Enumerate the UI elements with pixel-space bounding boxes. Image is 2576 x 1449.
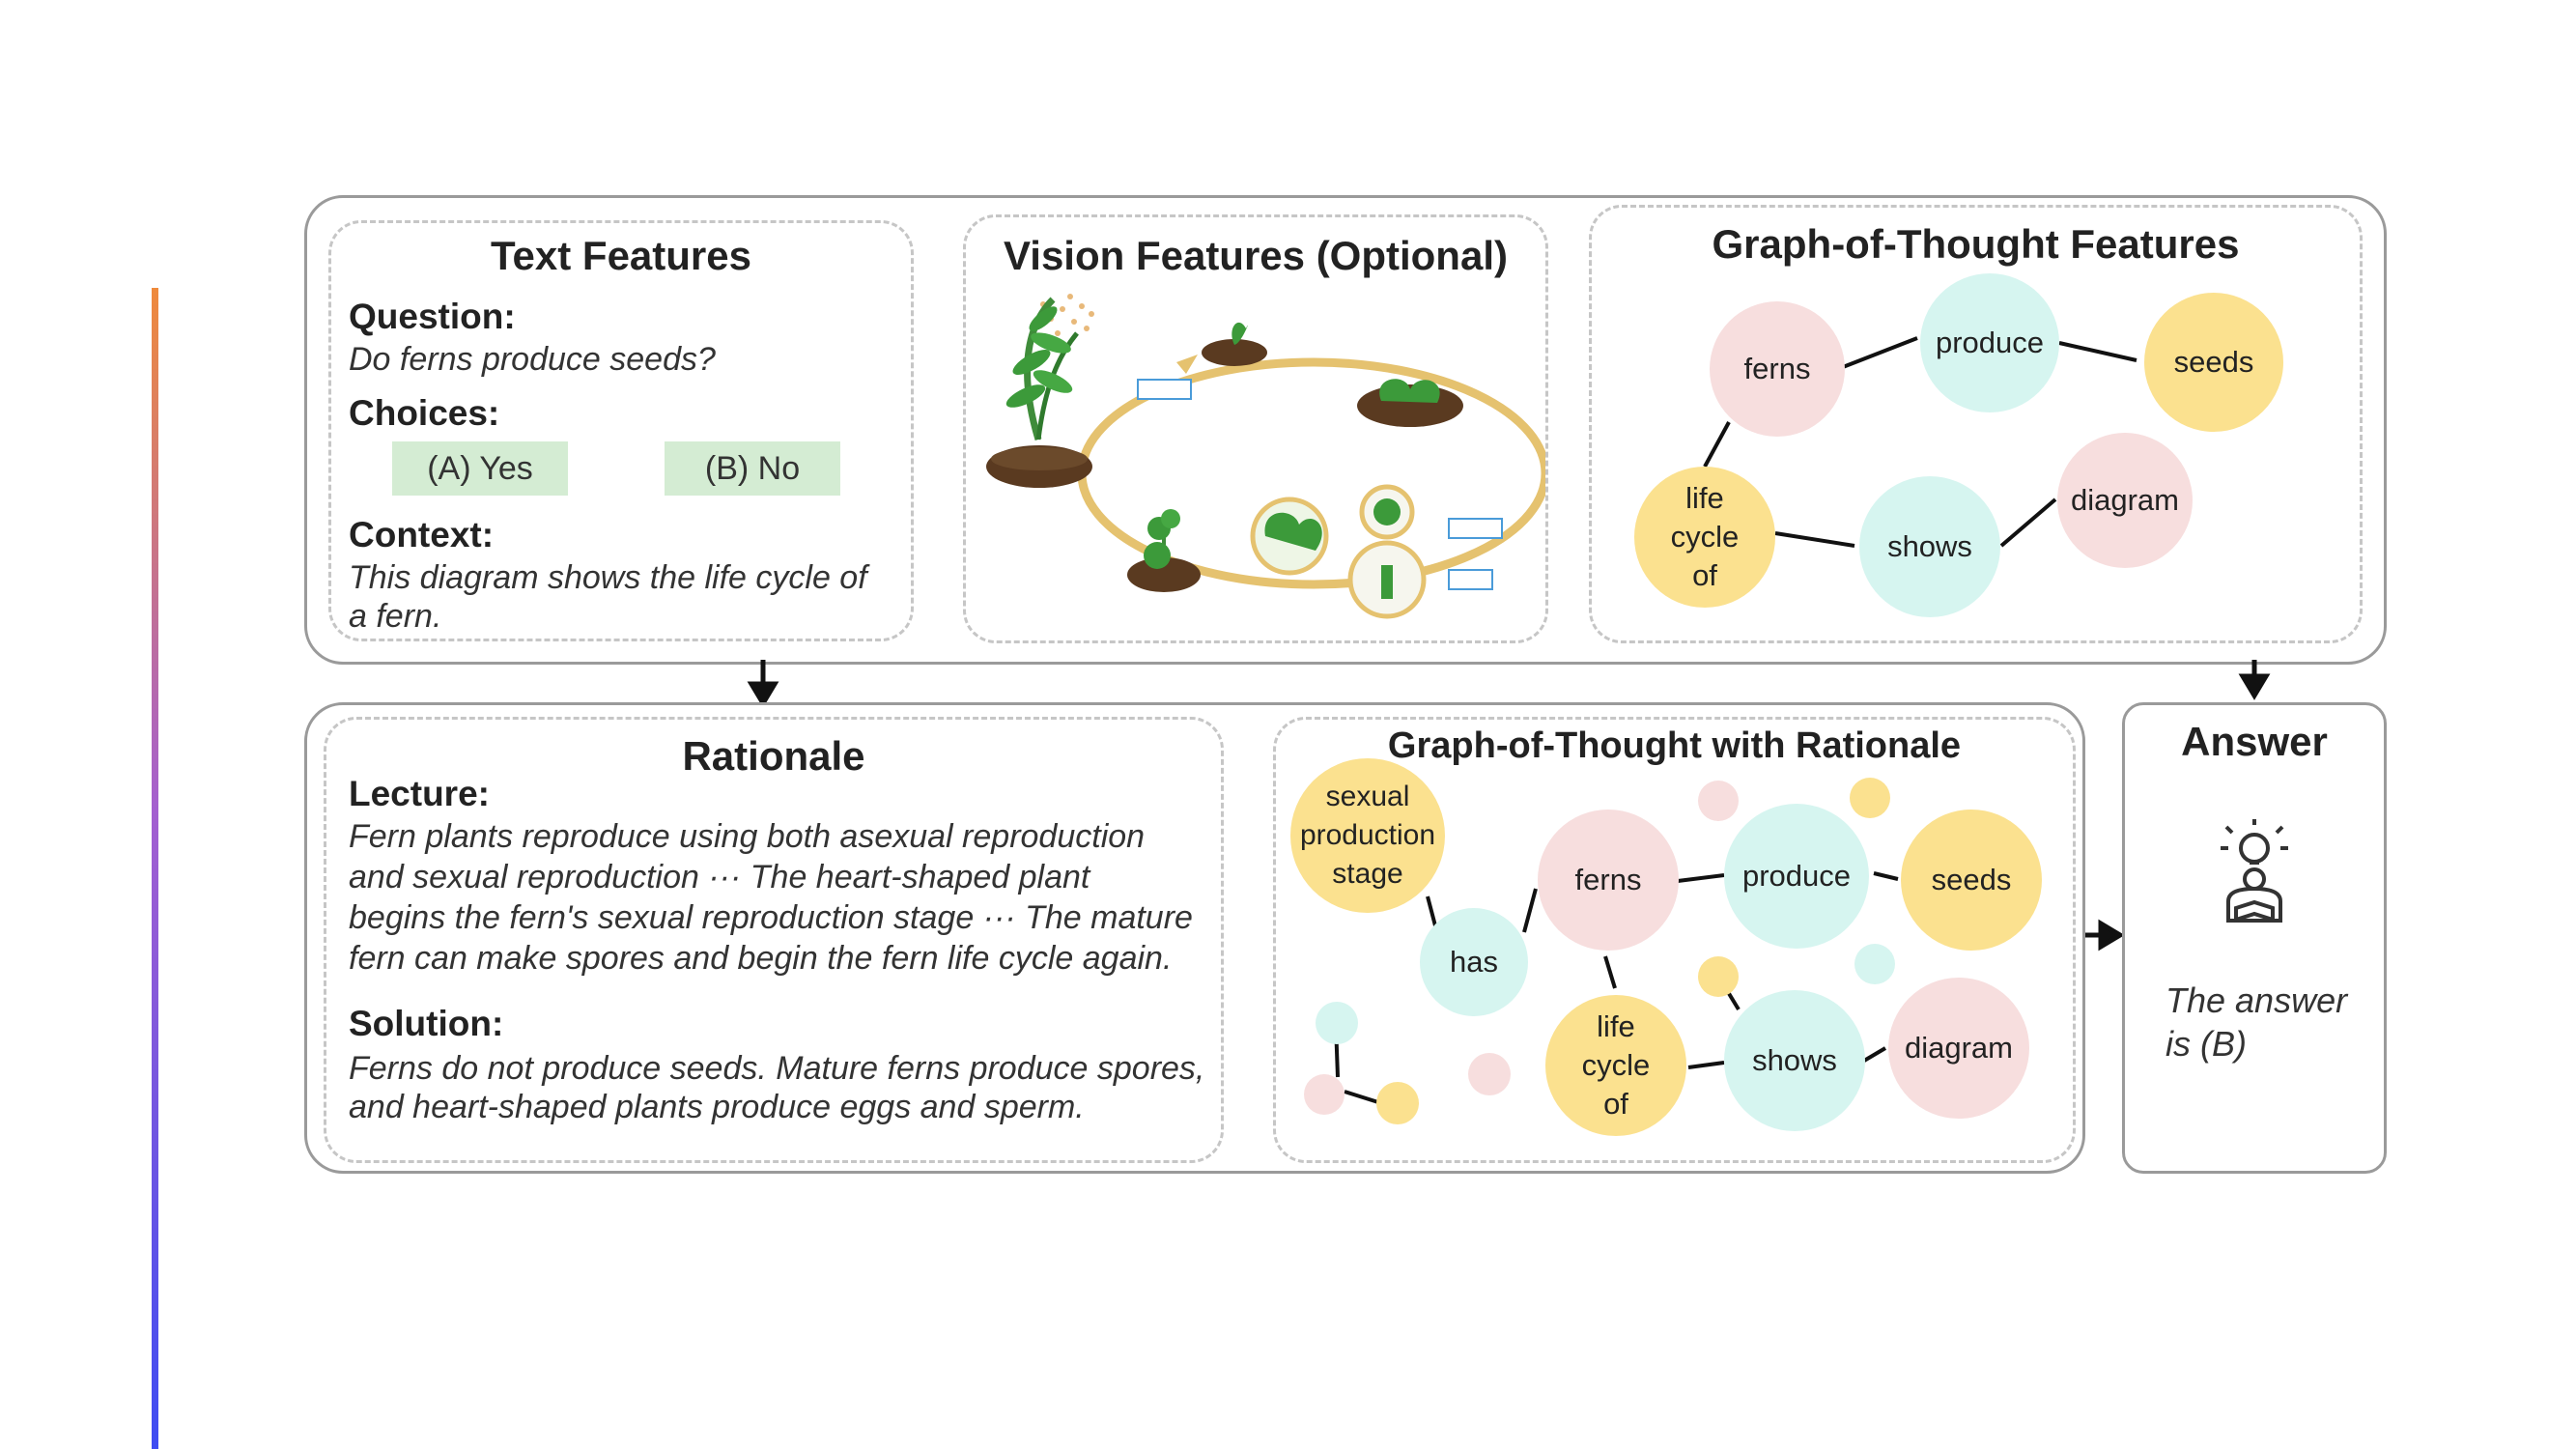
decor-dot-yellow-mid	[1698, 956, 1739, 997]
choices-label: Choices:	[349, 393, 500, 433]
edge-ferns-produce	[1842, 336, 1918, 369]
edge-small-2	[1344, 1090, 1382, 1105]
lecture-label: Lecture:	[349, 774, 490, 813]
got-rationale-box: Graph-of-Thought with Rationale	[1273, 717, 2076, 1163]
answer-title: Answer	[2181, 719, 2328, 764]
decor-dot-mint-small	[1316, 1002, 1358, 1044]
tag-2	[1448, 518, 1503, 539]
lecture-line-4: fern can make spores and begin the fern …	[349, 940, 1173, 977]
edge-lifecycle-shows-r	[1687, 1061, 1725, 1069]
node-seeds-r: seeds	[1901, 810, 2042, 951]
context-line-2: a fern.	[349, 598, 442, 635]
question-text: Do ferns produce seeds?	[349, 341, 716, 378]
node-has: has	[1420, 908, 1528, 1016]
heart-shaped-plant	[1357, 379, 1463, 427]
got-features-title: Graph-of-Thought Features	[1712, 221, 2240, 267]
lightbulb-person-icon	[2221, 819, 2288, 923]
vision-features-title: Vision Features (Optional)	[1004, 233, 1508, 278]
solution-line-1: Ferns do not produce seeds. Mature ferns…	[349, 1050, 1205, 1087]
rationale-box: Rationale Lecture: Fern plants reproduce…	[324, 717, 1224, 1163]
decor-dot-pink-top	[1698, 781, 1739, 821]
answer-line-2: is (B)	[2166, 1024, 2247, 1064]
text-features-title: Text Features	[491, 233, 751, 278]
edge-ferns-produce-r	[1677, 873, 1725, 883]
choice-b: (B) No	[665, 441, 840, 496]
tag-1	[1137, 379, 1192, 400]
edge-lifecycle-shows	[1774, 531, 1855, 548]
node-produce: produce	[1920, 273, 2059, 412]
solution-label: Solution:	[349, 1004, 504, 1043]
decor-dot-mint-right	[1854, 944, 1895, 984]
text-features-box: Text Features Question: Do ferns produce…	[328, 220, 914, 641]
lecture-line-1: Fern plants reproduce using both asexual…	[349, 818, 1146, 855]
edge-ferns-lifecycle	[1703, 421, 1731, 468]
node-seeds: seeds	[2144, 293, 2283, 432]
context-label: Context:	[349, 515, 495, 554]
node-diagram-r: diagram	[1888, 978, 2029, 1119]
context-line-1: This diagram shows the life cycle of	[349, 559, 867, 596]
decor-dot-yellow-small	[1376, 1082, 1419, 1124]
spore-germinating	[1202, 322, 1267, 366]
edge-shows-diagram	[1999, 497, 2057, 548]
node-ferns: ferns	[1710, 301, 1845, 437]
node-shows: shows	[1859, 476, 2000, 617]
tag-3	[1448, 569, 1493, 590]
node-shows-r: shows	[1724, 990, 1865, 1131]
lecture-line-3: begins the fern's sexual reproduction st…	[349, 899, 1193, 936]
choice-a: (A) Yes	[392, 441, 568, 496]
rationale-title: Rationale	[682, 733, 865, 779]
edge-has-ferns	[1522, 888, 1538, 933]
vision-features-box: Vision Features (Optional)	[963, 214, 1548, 643]
mature-fern-plant	[986, 297, 1092, 488]
accent-line	[152, 288, 158, 1449]
decor-dot-yellow-top	[1850, 778, 1890, 818]
edge-ferns-lifecycle-r	[1603, 955, 1617, 989]
edge-produce-seeds	[2058, 341, 2137, 362]
gametophyte-detail	[1250, 484, 1427, 619]
edge-shows-diagram-r	[1862, 1046, 1887, 1063]
fern-life-cycle-diagram	[986, 294, 1545, 619]
cycle-arrowhead	[1176, 355, 1198, 374]
node-ferns-r: ferns	[1538, 810, 1679, 951]
solution-line-2: and heart-shaped plants produce eggs and…	[349, 1089, 1085, 1125]
answer-line-1: The answer	[2166, 980, 2348, 1020]
got-rationale-title: Graph-of-Thought with Rationale	[1387, 725, 1962, 766]
node-produce-r: produce	[1724, 804, 1869, 949]
decor-dot-pink-mid	[1468, 1053, 1511, 1095]
decor-dot-pink-small	[1304, 1074, 1345, 1115]
lecture-line-2: and sexual reproduction ··· The heart-sh…	[349, 859, 1090, 895]
got-features-box: Graph-of-Thought Features	[1589, 205, 2363, 643]
question-label: Question:	[349, 297, 516, 336]
edge-produce-seeds-r	[1873, 871, 1899, 881]
node-diagram: diagram	[2057, 433, 2193, 568]
answer-panel: Answer The answer is (B)	[2122, 702, 2387, 1174]
young-fern-plant	[1127, 509, 1201, 592]
